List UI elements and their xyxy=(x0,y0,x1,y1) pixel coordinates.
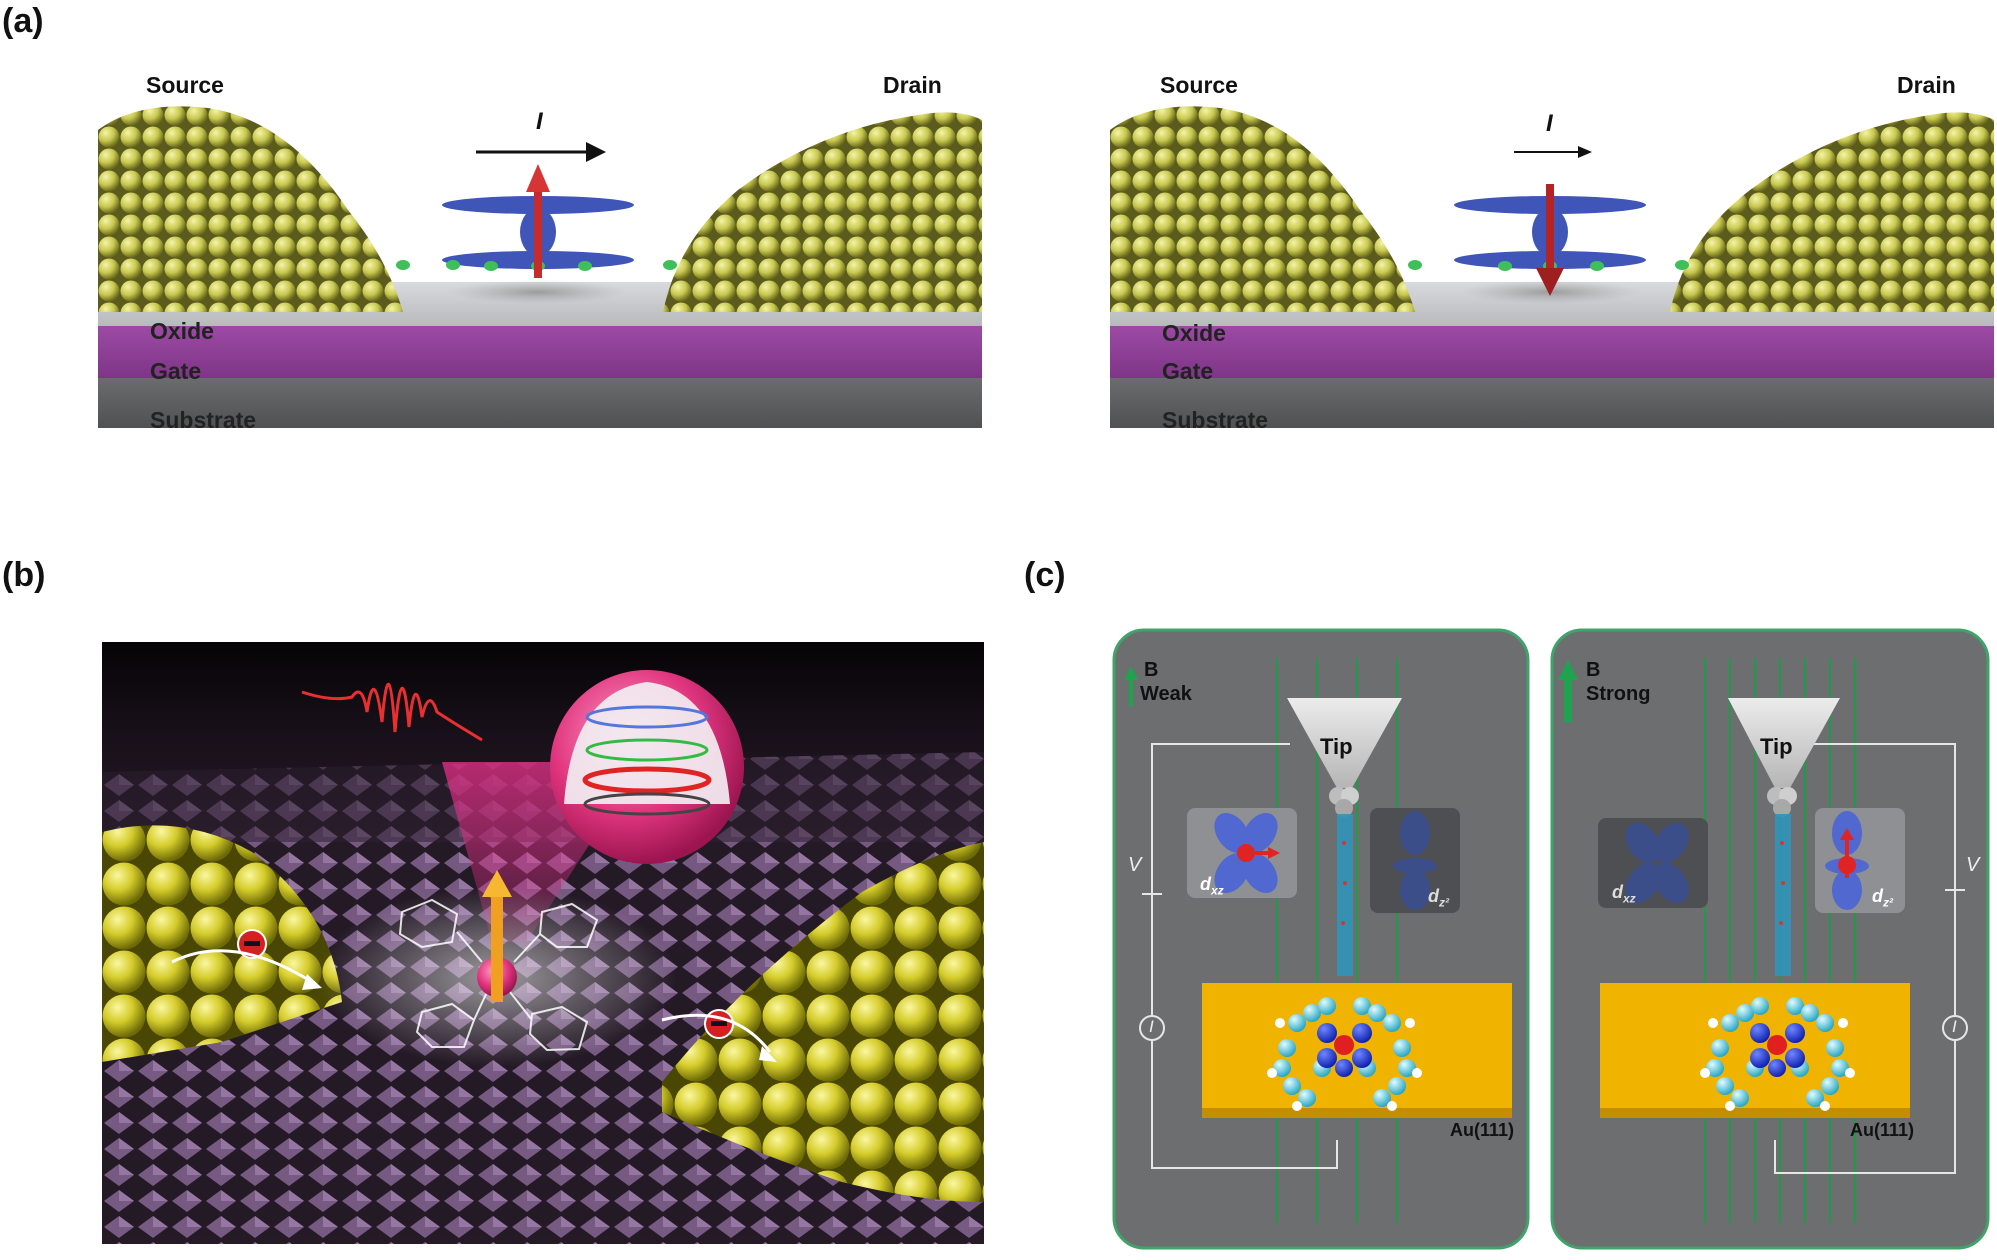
left-electrode xyxy=(102,825,342,1062)
current-label: I xyxy=(1149,1017,1154,1036)
gate-layer xyxy=(98,326,982,378)
source-label: Source xyxy=(1160,72,1238,98)
substrate-label: Substrate xyxy=(150,407,257,433)
porphyrin-molecule xyxy=(1700,997,1855,1111)
panel-b xyxy=(102,642,984,1244)
field-arrow-icon xyxy=(1124,666,1138,680)
stm-schematic-weak-field xyxy=(1112,628,1530,1250)
panel-c-right: B Strong Tip V I dxz dz² Au(111) xyxy=(1550,628,1990,1250)
surface-label: Au(111) xyxy=(1850,1120,1915,1140)
substrate-layer xyxy=(98,378,982,428)
dxz-label: dxz xyxy=(1612,882,1636,906)
field-strength-label: Weak xyxy=(1140,683,1192,705)
tip-label: Tip xyxy=(1760,734,1793,759)
stm-tip xyxy=(1728,698,1840,788)
molecular-junction-illustration xyxy=(102,642,984,1244)
drain-label: Drain xyxy=(883,72,942,98)
au-surface xyxy=(1600,983,1910,1108)
panel-label-c: (c) xyxy=(1024,556,1066,594)
current-label: I xyxy=(536,108,543,135)
energy-level-sphere xyxy=(550,670,744,864)
current-label: I xyxy=(1546,110,1553,137)
field-strength-label: Strong xyxy=(1586,683,1651,705)
dz2-label: dz² xyxy=(1872,886,1893,910)
stm-tip xyxy=(1287,698,1402,788)
au-surface xyxy=(1202,983,1512,1108)
field-label: B xyxy=(1144,659,1159,681)
wave-packet-icon xyxy=(301,682,483,742)
drain-electrode xyxy=(1670,112,1994,312)
right-electrode xyxy=(662,842,984,1202)
source-electrode xyxy=(1110,106,1415,312)
drain-electrode xyxy=(663,112,982,312)
molecule-spin-down xyxy=(1408,184,1689,296)
source-label: Source xyxy=(146,72,224,98)
panel-c-left: B Weak Tip V I dxz dz² Au(111) xyxy=(1112,628,1530,1250)
field-arrow-icon xyxy=(1558,660,1578,680)
stm-schematic-strong-field xyxy=(1550,628,1990,1250)
porphyrin-molecule xyxy=(1267,997,1422,1111)
current-arrow-icon xyxy=(1578,146,1592,158)
spin-up-arrow-icon xyxy=(526,164,550,192)
oxide-label: Oxide xyxy=(150,318,214,344)
dxz-label: dxz xyxy=(1200,874,1224,898)
panel-label-a: (a) xyxy=(2,2,44,40)
current-label: I xyxy=(1952,1017,1957,1036)
dz2-label: dz² xyxy=(1428,886,1449,910)
voltage-label: V xyxy=(1966,854,1980,876)
panel-a-left: Source Drain I Oxide Gate Substrate xyxy=(98,60,982,450)
gate-label: Gate xyxy=(1162,358,1214,384)
gate-layer xyxy=(1110,326,1994,378)
device-schematic-right xyxy=(1110,106,1994,428)
device-schematic-left xyxy=(98,106,982,428)
gate-label: Gate xyxy=(150,358,202,384)
panel-a-right: Source Drain I Oxide Gate Substrate xyxy=(1110,60,1994,450)
spin-down-arrow-icon xyxy=(1536,268,1564,296)
drain-label: Drain xyxy=(1897,72,1956,98)
substrate-label: Substrate xyxy=(1162,407,1269,433)
voltage-label: V xyxy=(1128,854,1142,876)
current-arrow-icon xyxy=(586,142,606,162)
field-label: B xyxy=(1586,659,1601,681)
source-electrode xyxy=(98,106,403,312)
spin-arrow-icon xyxy=(482,870,512,897)
molecule-spin-up xyxy=(396,164,677,278)
oxide-label: Oxide xyxy=(1162,320,1226,346)
tip-label: Tip xyxy=(1320,734,1353,759)
panel-label-b: (b) xyxy=(2,556,46,594)
surface-label: Au(111) xyxy=(1450,1120,1515,1140)
substrate-layer xyxy=(1110,378,1994,428)
